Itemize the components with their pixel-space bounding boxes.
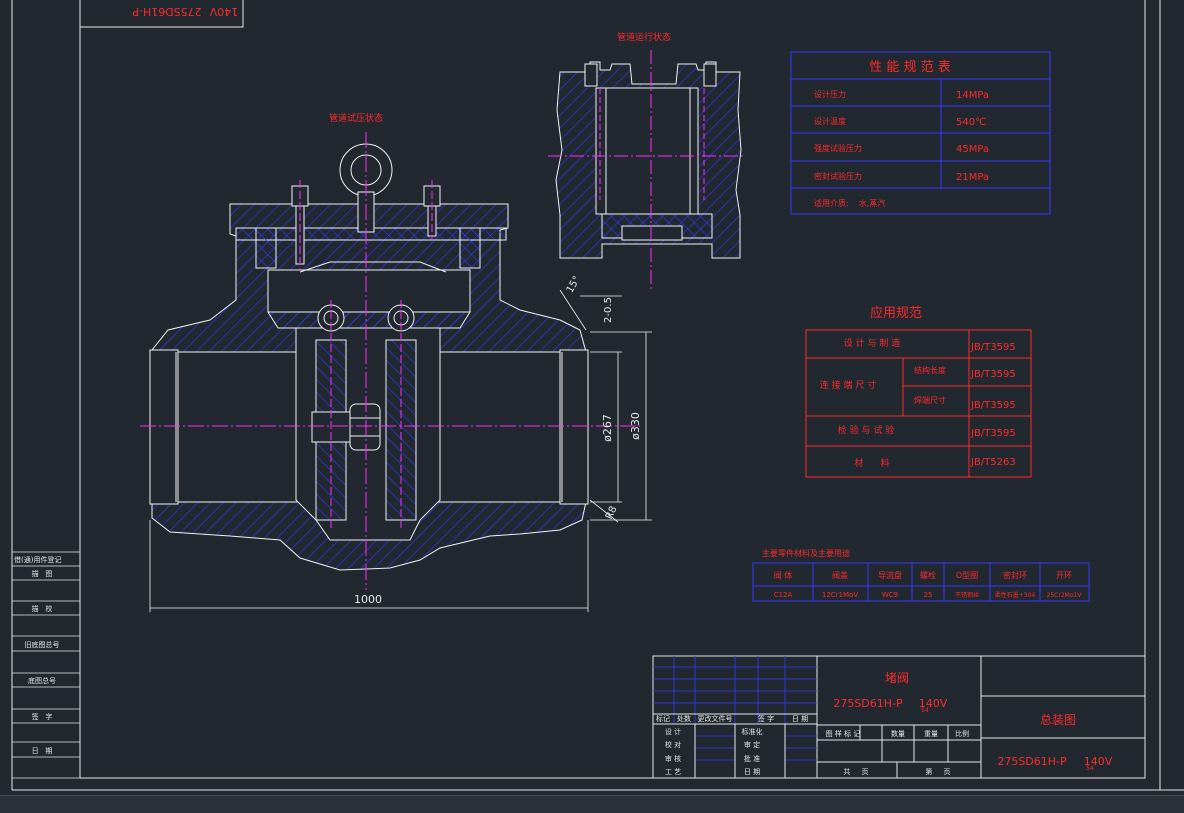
dim-outer-diameter: ø330: [629, 412, 642, 440]
std-sub-length: 结构长度: [914, 365, 946, 375]
mirrored-code-box: 275SD61H-P 140V: [79, 0, 244, 28]
std-value: JB/T3595: [970, 428, 1016, 439]
sign-left: 设 计: [665, 727, 681, 736]
mat-header: O型圈: [956, 571, 978, 580]
perf-medium: 适用介质: 水,蒸汽: [814, 198, 885, 208]
perf-row-label: 强度试验压力: [814, 143, 862, 153]
mat-value: 25: [924, 591, 933, 599]
drawing-code: 275SD61H-P: [997, 755, 1067, 768]
standards-table: 应用规范 设 计 与 制 造 JB/T3595 连 接 端 尺 寸 结构长度 J…: [805, 305, 1032, 478]
mat-header: 密封环: [1003, 570, 1027, 580]
stage-header: 重量: [924, 730, 938, 738]
std-label-material: 材 料: [854, 457, 889, 469]
materials-table: 主要零件材料及主要用途 阀 体 阀盖 导流盘 螺栓 O型圈 密封环 开环 C12…: [752, 548, 1090, 602]
sign-left: 工 艺: [665, 768, 681, 776]
perf-row-label: 设计压力: [814, 89, 846, 99]
stamp-row: 底图总号: [28, 676, 56, 685]
std-value: JB/T3595: [970, 369, 1016, 380]
rev-header: 更改文件号: [698, 714, 733, 723]
sign-right: 标准化: [742, 727, 763, 736]
mirrored-code-suffix: 140V: [209, 5, 238, 18]
stamp-row: 借(通)用件登记: [14, 555, 61, 564]
std-value: JB/T3595: [970, 400, 1016, 411]
stamp-row: 描 校: [32, 604, 53, 613]
perf-row-label: 密封试验压力: [814, 171, 862, 181]
rev-header: 标记: [656, 714, 670, 723]
perf-row-label: 设计温度: [814, 116, 846, 126]
mat-header: 开环: [1056, 571, 1072, 580]
dim-radius: R8: [604, 505, 620, 522]
dim-chamfer: 2-0.5: [603, 297, 614, 323]
stage-header: 数量: [891, 729, 905, 738]
dim-inner-diameter: ø267: [601, 414, 614, 442]
drawing-title: 总装图: [1040, 713, 1076, 727]
perf-row-value: 45MPa: [956, 144, 989, 155]
stamp-row: 签 字: [32, 712, 53, 721]
mat-header: 导流盘: [878, 570, 902, 580]
sign-right: 日 期: [744, 768, 760, 776]
std-label-inspection: 检 验 与 试 验: [838, 424, 894, 436]
status-bar: [0, 795, 1184, 813]
dim-angle: 15°: [565, 274, 583, 295]
title-block: 标记 处数 更改文件号 签 字 日 期 设 计 校 对 审 核 工 艺 标准化 …: [652, 655, 1146, 779]
stamp-row: 描 图: [32, 569, 53, 578]
std-sub-weld: 焊端尺寸: [914, 395, 946, 405]
std-label-connection: 连 接 端 尺 寸: [820, 379, 876, 391]
valve-section-view: [140, 132, 640, 590]
std-value: JB/T5263: [970, 457, 1016, 468]
drawing-code-sup: 54: [1086, 765, 1094, 772]
product-code-suffix: 140V: [919, 697, 948, 710]
standards-table-title: 应用规范: [870, 305, 922, 321]
product-code-sup: 54: [921, 707, 929, 714]
performance-table: 性 能 规 范 表 设计压力 14MPa 设计温度 540℃ 强度试验压力 45…: [790, 51, 1051, 215]
stamp-row: 旧底图总号: [25, 640, 60, 649]
rev-header: 处数: [677, 714, 691, 723]
perf-row-value: 21MPa: [956, 172, 989, 183]
running-state-label: 管道运行状态: [617, 31, 671, 43]
mirrored-code: 275SD61H-P: [132, 5, 202, 18]
perf-row-value: 540℃: [956, 117, 986, 128]
sign-left: 审 核: [665, 754, 681, 763]
stage-header: 比例: [955, 729, 969, 738]
dimension-lines: [149, 289, 652, 612]
mat-value: C12A: [774, 591, 793, 599]
rev-header: 签 字: [758, 714, 774, 723]
mat-value: WC9: [882, 591, 898, 599]
std-label-design: 设 计 与 制 造: [844, 337, 900, 349]
pressure-test-label: 管道试压状态: [329, 112, 383, 124]
mat-header: 阀盖: [832, 570, 848, 580]
stage-header: 图 样 标 记: [826, 729, 861, 738]
product-name: 堵阀: [885, 671, 909, 685]
dim-length: 1000: [354, 593, 382, 606]
mat-value: 柔性石墨+304: [995, 591, 1036, 599]
sheet-number: 第 页: [925, 767, 950, 776]
sign-left: 校 对: [665, 740, 681, 749]
sheet-total: 共 页: [843, 767, 868, 776]
materials-table-title: 主要零件材料及主要用途: [762, 548, 850, 558]
product-code: 275SD61H-P: [833, 697, 903, 710]
mat-header: 阀 体: [774, 570, 793, 580]
sheet-border: [11, 0, 1184, 791]
perf-row-value: 14MPa: [956, 90, 989, 101]
rev-header: 日 期: [792, 715, 808, 723]
sign-right: 审 定: [744, 740, 760, 749]
mat-value: 12Cr1MoV: [822, 591, 858, 599]
left-stamp-column: 借(通)用件登记 描 图 描 校 旧底图总号 底图总号 签 字 日 期: [12, 551, 80, 779]
mat-value: 不锈钢丝: [955, 591, 979, 599]
std-value: JB/T3595: [970, 342, 1016, 353]
sign-right: 批 准: [744, 754, 760, 763]
mat-value: 25Cr2Mo1V: [1047, 592, 1083, 599]
performance-table-title: 性 能 规 范 表: [869, 60, 951, 75]
stamp-row: 日 期: [32, 747, 53, 755]
mat-header: 螺栓: [920, 570, 936, 580]
running-state-detail: [548, 50, 745, 290]
drawing-code-suffix: 140V: [1084, 755, 1113, 768]
